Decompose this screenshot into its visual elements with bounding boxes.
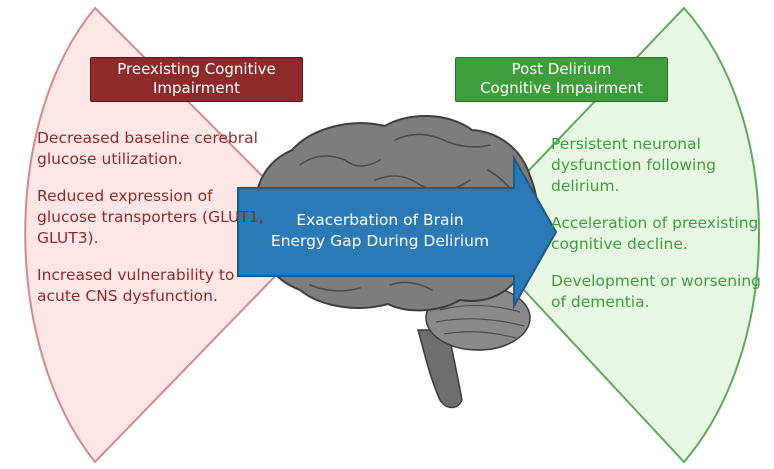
left-panel-title: Preexisting Cognitive Impairment — [90, 57, 303, 102]
arrow-label: Exacerbation of Brain Energy Gap During … — [250, 210, 510, 252]
right-panel-title: Post Delirium Cognitive Impairment — [455, 57, 668, 102]
right-panel-shape — [468, 6, 760, 464]
right-point: Development or worsening of dementia. — [551, 272, 761, 311]
right-title-line2: Cognitive Impairment — [480, 79, 643, 97]
right-point: Persistent neuronal dysfunction followin… — [551, 135, 717, 195]
left-points-list: Decreased baseline cerebral glucose util… — [37, 128, 277, 323]
left-title-line1: Preexisting Cognitive — [117, 60, 276, 78]
right-title-line1: Post Delirium — [511, 60, 612, 78]
brain-stem — [417, 329, 463, 409]
right-arrow-icon — [237, 154, 558, 310]
arrow-label-line1: Exacerbation of Brain — [296, 211, 464, 229]
left-point: Decreased baseline cerebral glucose util… — [37, 129, 258, 168]
arrow-label-line2: Energy Gap During Delirium — [270, 232, 490, 250]
right-points-list: Persistent neuronal dysfunction followin… — [551, 134, 766, 329]
left-panel-shape — [24, 6, 320, 464]
left-title-line2: Impairment — [152, 79, 241, 97]
left-point: Reduced expression of glucose transporte… — [37, 187, 264, 247]
right-point: Acceleration of preexisting cognitive de… — [551, 214, 759, 253]
left-point: Increased vulnerability to acute CNS dys… — [37, 266, 235, 305]
